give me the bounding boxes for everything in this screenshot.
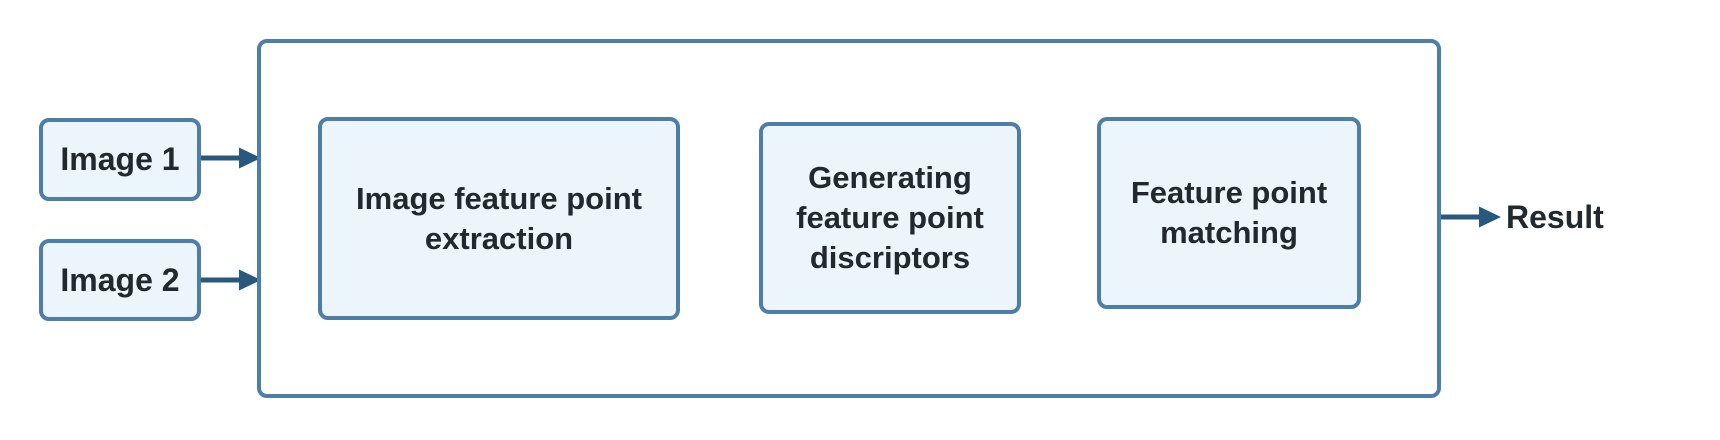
input-box-image-1: Image 1 <box>39 118 201 201</box>
step-box-feature-extraction: Image feature point extraction <box>318 117 680 320</box>
result-label: Result <box>1506 195 1706 239</box>
input-box-image-2-label: Image 2 <box>60 261 180 298</box>
step-box-feature-matching: Feature point matching <box>1097 117 1361 309</box>
step-box-descriptor-generation: Generating feature point discriptors <box>759 122 1021 314</box>
step-box-descriptor-generation-label: Generating feature point discriptors <box>796 160 984 275</box>
step-box-feature-matching-label: Feature point matching <box>1130 175 1328 250</box>
step-box-feature-extraction-label: Image feature point extraction <box>356 180 642 256</box>
result-label-text: Result <box>1506 198 1604 235</box>
input-box-image-1-label: Image 1 <box>60 141 180 177</box>
input-box-image-2: Image 2 <box>39 239 201 321</box>
